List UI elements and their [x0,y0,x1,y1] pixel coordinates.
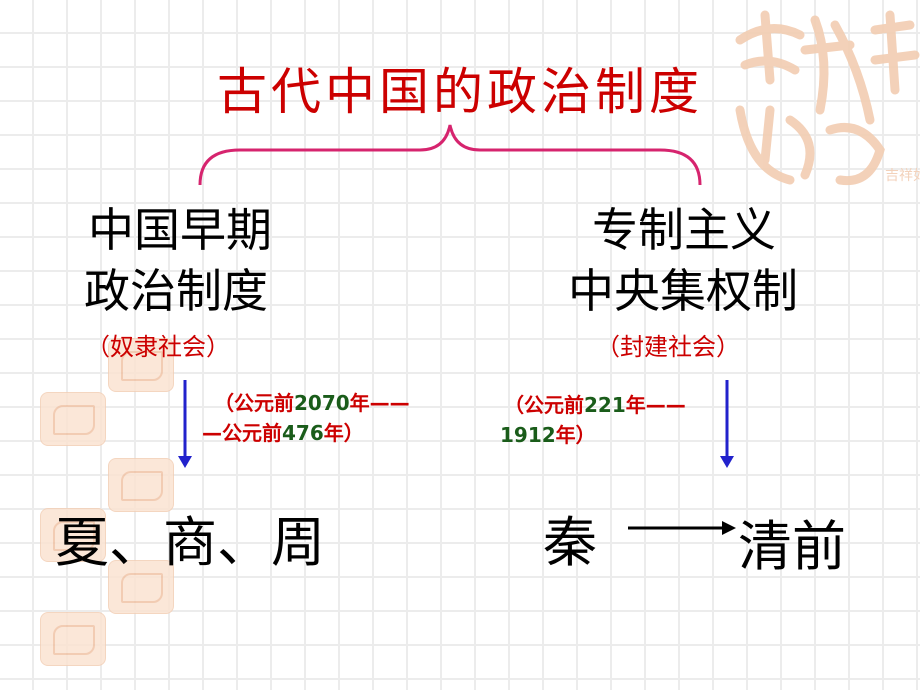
left-dynasties: 夏、商、周 [55,511,325,574]
page-title: 古代中国的政治制度 [217,63,703,121]
right-dynasty-end: 清前 [738,515,846,578]
right-date-range: （公元前221年—— 1912年） [500,390,686,450]
calligraphy-watermark: 吉祥如意 [735,10,920,186]
left-date-range: （公元前2070年—— —公元前476年） [202,388,410,448]
left-society-label: （奴隶社会） [86,333,230,361]
seal-calligraphy-icon [40,612,106,666]
right-dynasty-start: 秦 [543,511,597,574]
down-arrow-icon [178,380,192,468]
curly-brace-icon [198,124,702,186]
right-date-line2: 1912年） [500,423,596,447]
left-date-line2: —公元前476年） [202,421,364,445]
seal-calligraphy-icon [108,560,174,614]
right-arrow-icon [628,521,736,535]
right-society-label: （封建社会） [596,333,740,361]
watermark-text: 吉祥如意 [885,167,920,184]
seal-calligraphy-icon [40,508,106,562]
right-system-name-line1: 专制主义 [592,203,776,257]
left-system-name-line2: 政治制度 [84,264,268,318]
seal-calligraphy-icon [108,338,174,392]
right-date-line1: （公元前221年—— [504,393,686,417]
seal-calligraphy-icon [40,392,106,446]
left-system-name-line1: 中国早期 [88,203,272,257]
seal-calligraphy-icon [108,458,174,512]
left-date-line1: （公元前2070年—— [214,391,410,415]
down-arrow-icon [720,380,734,468]
right-system-name-line2: 中央集权制 [568,264,798,318]
